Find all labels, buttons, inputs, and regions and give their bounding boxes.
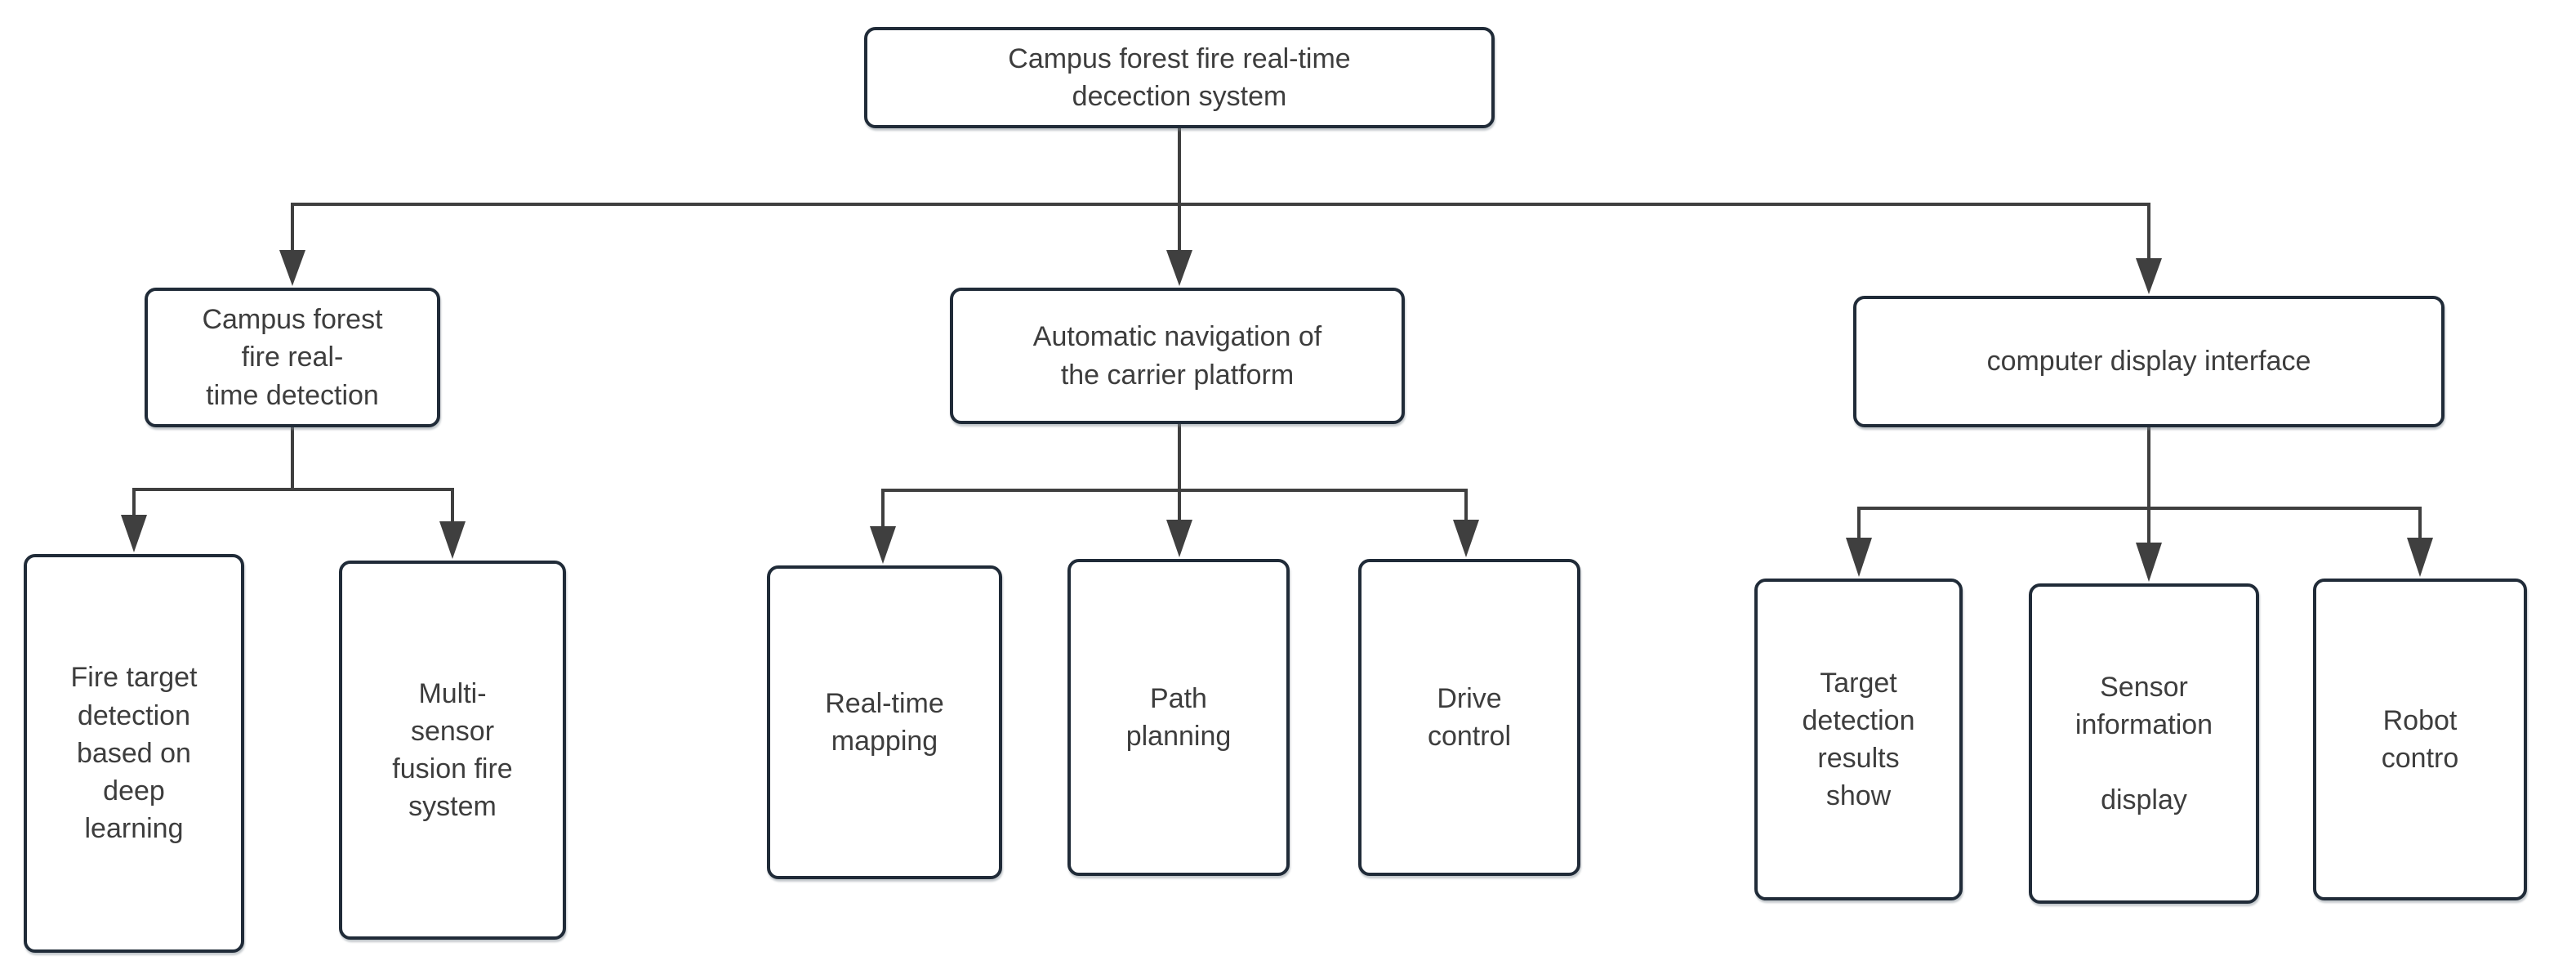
arrow-down-icon bbox=[279, 250, 305, 286]
node-target-results-show-label: Target detection results show bbox=[1802, 667, 1915, 812]
node-target-results-show: Target detection results show bbox=[1754, 579, 1963, 900]
arrow-down-icon bbox=[1166, 250, 1192, 286]
node-root: Campus forest fire real-time decection s… bbox=[864, 27, 1495, 128]
arrow-down-icon bbox=[1166, 520, 1192, 557]
node-fire-target-detection-label: Fire target detection based on deep lear… bbox=[70, 662, 198, 845]
node-display-interface: computer display interface bbox=[1853, 296, 2445, 427]
connector-display-children bbox=[1846, 427, 2433, 582]
node-multi-sensor-fusion: Multi- sensor fusion fire system bbox=[339, 561, 566, 940]
node-auto-navigation-label: Automatic navigation of the carrier plat… bbox=[1032, 321, 1322, 391]
node-multi-sensor-fusion-label: Multi- sensor fusion fire system bbox=[392, 677, 513, 823]
node-auto-navigation: Automatic navigation of the carrier plat… bbox=[950, 288, 1405, 424]
connector-root-children bbox=[279, 128, 2162, 294]
node-drive-control: Drive control bbox=[1358, 559, 1580, 876]
node-sensor-info-display-label: Sensor information display bbox=[2075, 671, 2213, 816]
node-realtime-mapping-label: Real-time mapping bbox=[825, 687, 944, 757]
arrow-down-icon bbox=[2407, 538, 2433, 577]
node-root-label: Campus forest fire real-time decection s… bbox=[1008, 42, 1351, 112]
arrow-down-icon bbox=[2136, 543, 2162, 582]
node-drive-control-label: Drive control bbox=[1427, 682, 1512, 752]
arrow-down-icon bbox=[121, 515, 147, 552]
node-campus-detection-label: Campus forest fire real- time detection bbox=[202, 304, 383, 411]
node-campus-detection: Campus forest fire real- time detection bbox=[145, 288, 440, 427]
node-display-interface-label: computer display interface bbox=[1986, 346, 2311, 378]
connector-detection-children bbox=[121, 427, 466, 559]
node-realtime-mapping: Real-time mapping bbox=[767, 565, 1002, 879]
node-robot-control: Robot contro bbox=[2313, 579, 2527, 900]
node-path-planning-label: Path planning bbox=[1125, 682, 1232, 752]
node-robot-control-label: Robot contro bbox=[2381, 704, 2459, 774]
connector-navigation-children bbox=[870, 424, 1479, 564]
arrow-down-icon bbox=[1846, 538, 1872, 577]
arrow-down-icon bbox=[439, 521, 466, 559]
node-sensor-info-display: Sensor information display bbox=[2029, 583, 2259, 904]
arrow-down-icon bbox=[870, 526, 896, 564]
arrow-down-icon bbox=[1453, 520, 1479, 557]
node-path-planning: Path planning bbox=[1067, 559, 1290, 876]
arrow-down-icon bbox=[2136, 258, 2162, 294]
node-fire-target-detection: Fire target detection based on deep lear… bbox=[24, 554, 244, 953]
